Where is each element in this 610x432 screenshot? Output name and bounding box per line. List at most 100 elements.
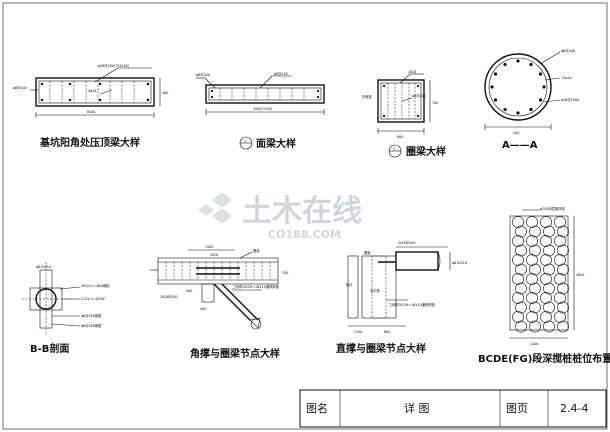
pile-circle [554,311,566,323]
top-beam-label-4: φ8@200 [13,86,27,90]
pile-circle [529,320,541,333]
pile-circle [526,311,538,323]
section-aa-title: A——A [502,140,538,151]
pile-circle [515,225,527,238]
title-block-page-label: 图页 [506,402,528,415]
pile-circle [529,301,541,314]
pile-circle [543,225,555,238]
pile-layout-title: BCDE(FG)段深搅桩桩位布置大样 [478,352,610,365]
watermark-logo-icon [198,192,232,224]
pile-circle [557,225,569,238]
pile-layout-dim-2: 4800 [576,273,584,277]
pile-circle [554,235,566,247]
pile-circle [529,244,541,257]
title-block: 图名 详 图 图页 2.4-4 [299,389,607,428]
pile-circle [540,254,552,266]
corner-brace-label-5: 400 [200,307,206,311]
pile-circle [543,320,555,333]
corner-brace-title: 角撑与圈梁节点大样 [190,347,280,360]
surface-beam-dim-bottom: 4500(3200) [253,107,272,111]
pile-circle [540,311,552,323]
straight-brace-label-5: 二侧焊2Ⅱ32H=16X10通焊焊缝 [388,302,436,307]
pile-circle [515,301,527,314]
pile-circle [526,235,538,247]
corner-brace-detail: 1500 2Ⅱ20 圈梁 2Ⅱ16@200 二侧焊2Ⅱ32H=16X10通焊焊缝… [150,245,288,360]
rebar-dot [503,62,507,67]
section-bb-label-4: φ8@200钢筋 [81,313,102,318]
pile-circle [540,273,552,285]
rebar-dot [529,107,533,112]
top-beam-title: 基坑阳角处压顶梁大样 [39,136,140,149]
top-beam-dim-side: 400 [162,91,168,95]
rebar-dot [503,107,507,112]
straight-brace-label-4: φ610X10 [452,261,467,265]
section-aa-label-1: φ8@200 [561,49,575,53]
surface-beam-title: 面梁大样 [256,137,296,150]
pile-circle [512,235,524,247]
rebar-dot [516,59,520,63]
pile-layout-label-1: φ700深层搅拌桩 [540,206,566,211]
rebar-dot [493,98,498,102]
pile-circle [557,263,569,276]
pile-circle [512,311,524,323]
pile-layout-dim-1: 4200 [530,342,538,346]
pile-circle [554,273,566,285]
ring-beam-label-2: 护坡桩 [362,94,373,99]
pile-circle [515,263,527,276]
corner-brace-label-4: 二侧焊2Ⅱ32H=16X10通焊焊缝 [232,284,280,289]
pile-circle [515,320,527,333]
surface-beam-label-2: φ8@200 [274,72,288,76]
pile-circle [557,282,569,295]
pile-circle [540,235,552,247]
section-aa-label-3: φ16@2000 [561,98,579,102]
pile-circle [526,292,538,304]
ring-beam-dim-bottom: 800 [397,135,403,139]
pile-circle [540,292,552,304]
straight-brace-label-1: 2Ⅱ16@200 [398,241,416,245]
pile-circle [515,282,527,295]
ring-beam-dim-side: 700 [432,101,438,105]
corner-brace-dim-2: 500 [186,289,192,293]
pile-circle [540,216,552,228]
rebar-dot [538,98,543,102]
section-bb-label-3: C22a L=420W [81,297,105,301]
straight-brace-title: 直撑与圈梁节点大样 [336,342,426,355]
corner-brace-dim-3: 700 [282,271,288,275]
section-aa-dim-bottom: 500 [513,131,519,135]
watermark-main: 土木在线 [242,194,362,229]
rebar-dot [516,111,520,115]
straight-brace-label-3: 支护桩 [370,288,381,293]
pile-circle [515,244,527,257]
pile-circle [543,301,555,314]
straight-brace-label-6: 基坑 [346,282,353,287]
pile-circle [526,273,538,285]
rebar-dot [529,62,533,67]
ring-beam-label-3: φ8@200 [412,94,426,98]
title-block-page-value: 2.4-4 [560,402,588,415]
corner-brace-label-1: 2Ⅱ20 [210,253,218,257]
section-bb-detail: φ610X10 2Ⅱ22a L=600钢板 C22a L=420W φ8@200… [22,262,110,355]
pile-circle [512,292,524,304]
top-beam-detail: φ16@200(75X200) 4φ18 φ8@200 6400 400 基坑阳… [13,64,168,149]
section-bb-label-5: φ8@200钢筋 [81,323,102,328]
ring-beam-detail: 2Ⅱ16 护坡桩 φ8@200 800 700 2 圈梁大样 [362,70,446,158]
pile-circle [554,292,566,304]
watermark-sub: CO188.COM [268,228,341,241]
top-beam-label-2: 4φ18 [88,89,96,93]
surface-beam-detail: φ8@200 φ8@200 4500(3200) 1 面梁大样 [196,72,325,150]
section-aa-label-2: 12φ16 [561,76,572,80]
rebar-dot [538,72,543,76]
pile-circle [512,254,524,266]
title-block-name-value: 详 图 [404,401,430,415]
pile-circle [529,282,541,295]
title-block-name-label: 图名 [306,401,328,415]
section-bb-title: B-B剖面 [30,342,69,355]
pile-circle [526,254,538,266]
straight-brace-dim-2: 600 [384,330,390,334]
top-beam-label-1: φ16@200(75X200) [98,64,129,68]
surface-beam-label-1: φ8@200 [196,73,210,77]
pile-circle [526,216,538,228]
pile-circle [557,244,569,257]
pile-circle [554,254,566,266]
